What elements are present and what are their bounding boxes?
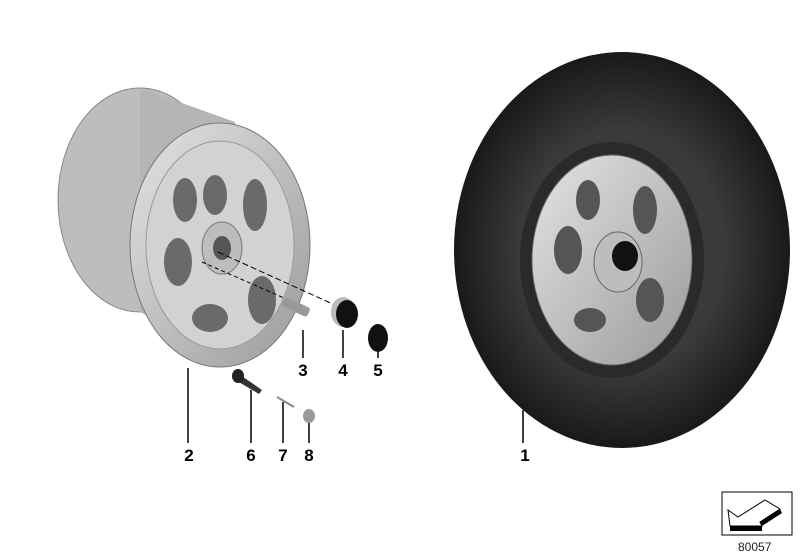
valve-cap-part-8[interactable] xyxy=(303,409,315,423)
hub-cap-part-4[interactable] xyxy=(217,251,358,328)
arrow-down-left-icon[interactable] xyxy=(721,491,793,536)
valve-part-6[interactable] xyxy=(232,369,262,394)
callout-7[interactable]: 7 xyxy=(278,446,288,465)
rim-part-2[interactable] xyxy=(57,87,311,368)
wheel-part-1[interactable] xyxy=(454,52,790,448)
leader-lines xyxy=(187,330,524,443)
callout-1[interactable]: 1 xyxy=(520,446,530,465)
callout-4[interactable]: 4 xyxy=(338,361,348,380)
catalog-number: 80057 xyxy=(738,540,772,554)
emblem-part-5[interactable] xyxy=(368,324,388,352)
callout-5[interactable]: 5 xyxy=(373,361,383,380)
callout-3[interactable]: 3 xyxy=(298,361,308,380)
callout-2[interactable]: 2 xyxy=(184,446,194,465)
callout-6[interactable]: 6 xyxy=(246,446,256,465)
callout-8[interactable]: 8 xyxy=(304,446,314,465)
wheel-bolt-part-3[interactable] xyxy=(201,261,311,317)
valve-insert-part-7[interactable] xyxy=(276,396,295,408)
